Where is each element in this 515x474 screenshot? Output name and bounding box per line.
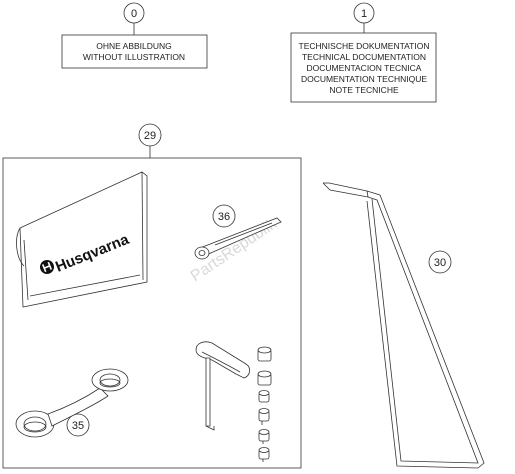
callout-35-label: 35 xyxy=(72,420,84,432)
callout-30-label: 30 xyxy=(434,257,446,269)
callout-0[interactable]: 0 xyxy=(123,2,145,24)
socket-bit-2[interactable] xyxy=(257,370,272,386)
socket-bit-4[interactable] xyxy=(258,408,270,426)
callout-29[interactable]: 29 xyxy=(138,123,162,147)
callout-36-label: 36 xyxy=(218,211,230,223)
no-illustration-box: OHNE ABBILDUNG WITHOUT ILLUSTRATION xyxy=(61,34,208,69)
socket-bit-1[interactable] xyxy=(257,346,272,362)
callout-1-label: 1 xyxy=(361,8,367,20)
no-illustration-line1: OHNE ABBILDUNG xyxy=(96,41,172,51)
ring-wrench-tool[interactable] xyxy=(15,368,129,438)
documentation-box: TECHNISCHE DOKUMENTATION TECHNICAL DOCUM… xyxy=(290,32,437,103)
callout-30[interactable]: 30 xyxy=(428,250,452,274)
socket-bit-3[interactable] xyxy=(258,390,270,403)
callout-29-label: 29 xyxy=(144,130,156,142)
documentation-line2: TECHNICAL DOCUMENTATION xyxy=(302,52,426,62)
callout-35[interactable]: 35 xyxy=(66,413,90,437)
documentation-line3: DOCUMENTACION TECNICA xyxy=(307,63,422,73)
documentation-line5: NOTE TECNICHE xyxy=(329,85,399,95)
documentation-line1: TECHNISCHE DOKUMENTATION xyxy=(299,41,430,51)
toolkit-frame xyxy=(2,157,302,469)
no-illustration-line2: WITHOUT ILLUSTRATION xyxy=(83,52,185,62)
side-stand[interactable] xyxy=(322,182,485,469)
tool-bag[interactable]: Husqvarna xyxy=(16,171,148,308)
husqvarna-logo-icon xyxy=(40,260,54,274)
spoke-wrench-tool[interactable] xyxy=(194,217,282,260)
socket-bit-6[interactable] xyxy=(258,447,270,463)
callout-0-label: 0 xyxy=(131,8,137,20)
callout-1[interactable]: 1 xyxy=(353,2,375,24)
documentation-line4: DOCUMENTATION TECHNIQUE xyxy=(301,74,427,84)
socket-bit-5[interactable] xyxy=(258,429,270,445)
callout-36[interactable]: 36 xyxy=(212,204,236,228)
socket-bits-set[interactable] xyxy=(257,346,272,463)
t-handle-hex-key[interactable] xyxy=(195,341,250,431)
